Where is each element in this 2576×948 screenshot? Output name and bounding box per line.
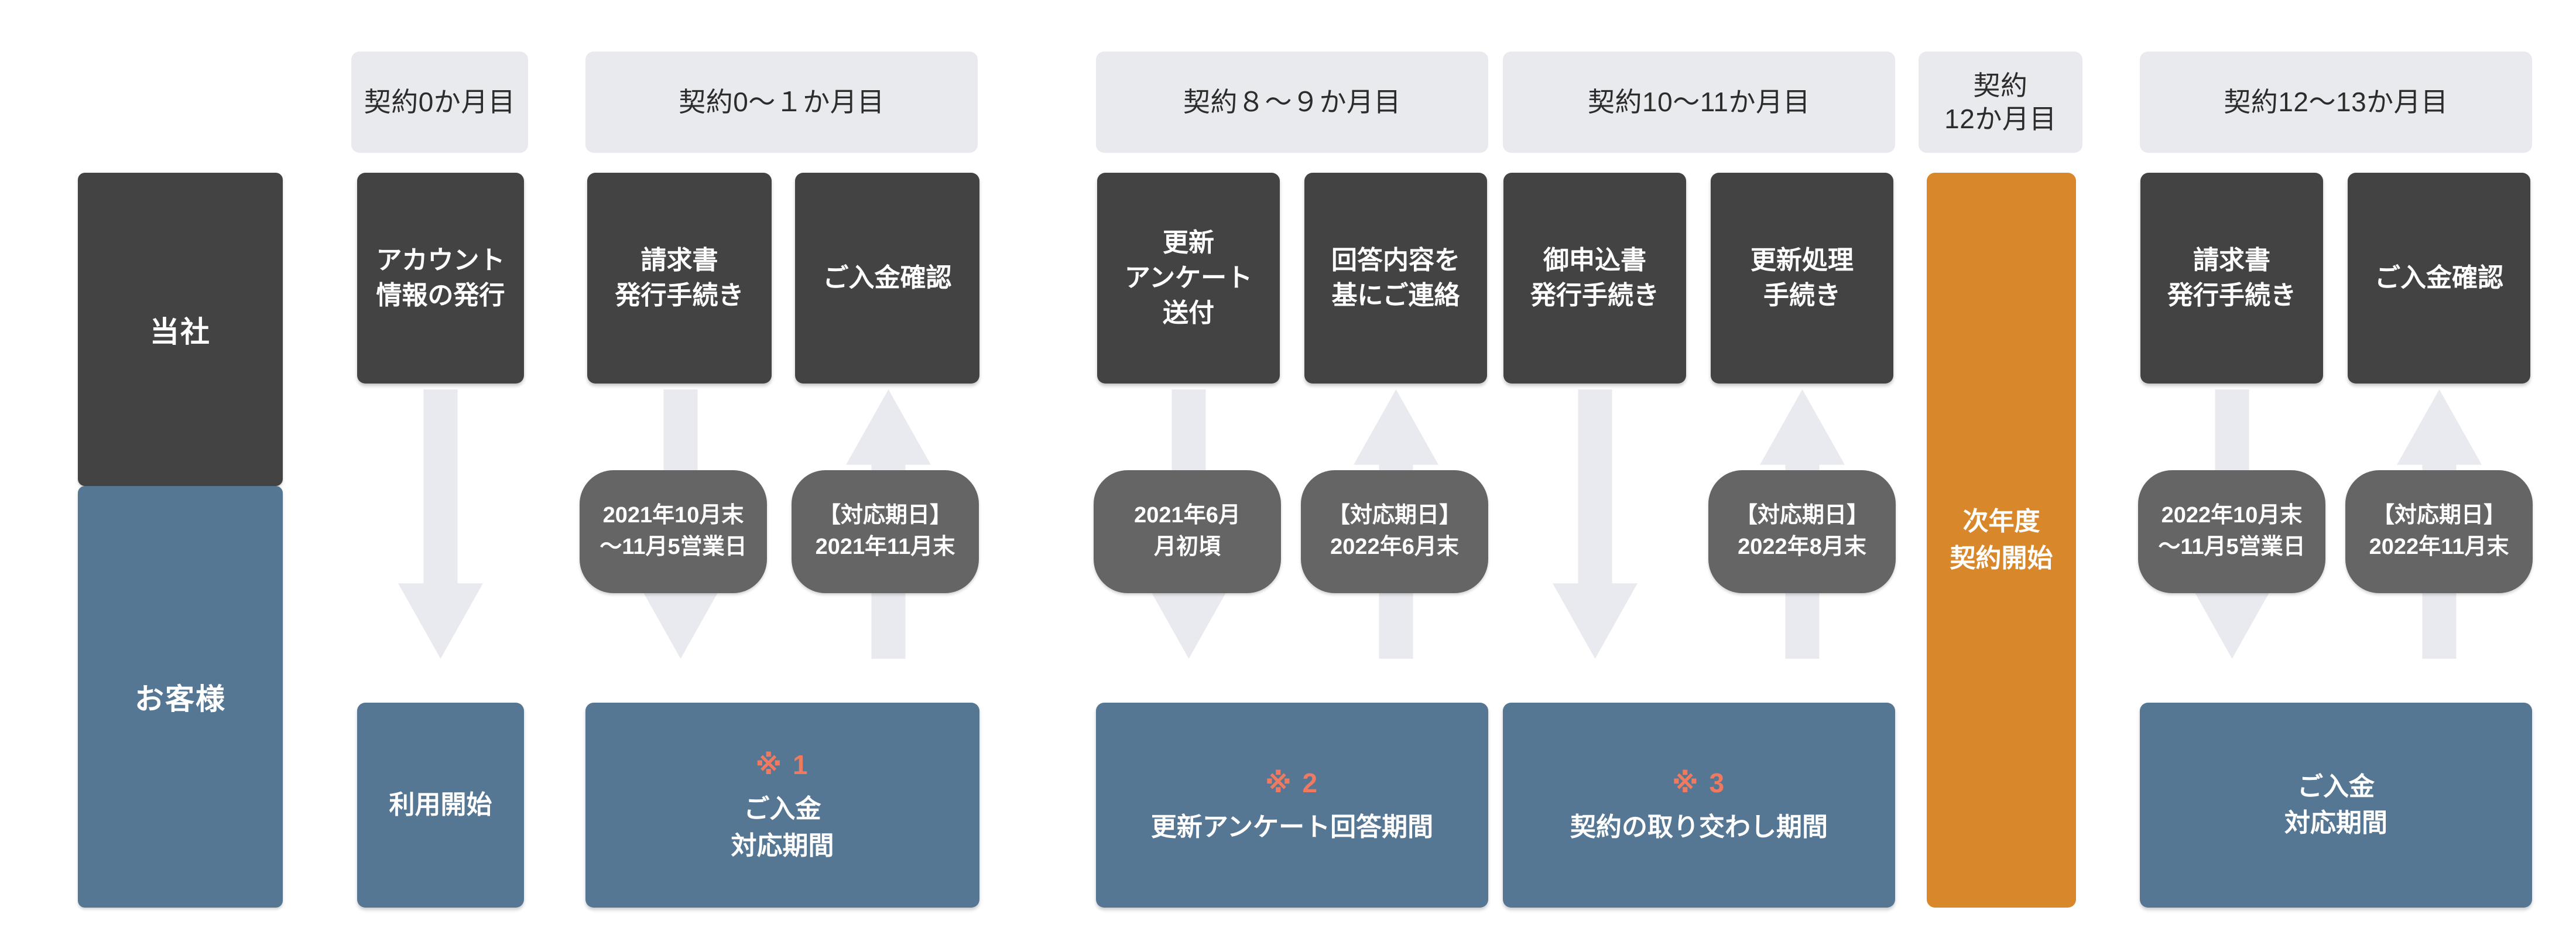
date-pill-payment-due-1: 【対応期日】 2021年11月末 (792, 470, 979, 593)
date-pill-payment-due-2: 【対応期日】 2022年11月末 (2345, 470, 2533, 593)
date-pill-text: 【対応期日】 2022年6月末 (1327, 503, 1461, 559)
date-pill-contract-due: 【対応期日】 2022年8月末 (1708, 470, 1896, 593)
month-header-month-12: 契約 12か月目 (1919, 52, 2082, 153)
period-card-service-start[interactable]: 利用開始 (357, 703, 524, 908)
note-mark-3: ※ 3 (1671, 768, 1727, 799)
role-label-customer-text: お客様 (135, 683, 226, 716)
role-label-customer: お客様 (78, 486, 283, 908)
month-header-text: 契約８〜９か月目 (1183, 87, 1401, 118)
month-header-text: 契約12〜13か月目 (2224, 87, 2448, 118)
period-card-text: 契約の取り交わし期間 (1570, 813, 1828, 842)
month-header-text: 契約 12か月目 (1944, 70, 2057, 134)
task-card-contact-based-on-answers[interactable]: 回答内容を 基にご連絡 (1304, 173, 1487, 384)
date-pill-text: 2022年10月末 〜11月5営業日 (2158, 503, 2306, 559)
task-card-text: ご入金確認 (823, 263, 952, 293)
task-card-invoice-issue-2[interactable]: 請求書 発行手続き (2140, 173, 2323, 384)
date-pill-text: 【対応期日】 2022年8月末 (1735, 503, 1869, 559)
period-card-payment-window-1[interactable]: ※ 1 ご入金 対応期間 (585, 703, 979, 908)
month-header-month-0-1: 契約0〜１か月目 (585, 52, 978, 153)
date-pill-survey-send-date: 2021年6月 月初頃 (1094, 470, 1281, 593)
task-card-text: 御申込書 発行手続き (1530, 246, 1659, 310)
task-card-application-form-issue[interactable]: 御申込書 発行手続き (1503, 173, 1686, 384)
task-card-account-issue[interactable]: アカウント 情報の発行 (357, 173, 524, 384)
month-header-month-0: 契約0か月目 (351, 52, 528, 153)
date-pill-text: 【対応期日】 2021年11月末 (815, 503, 955, 559)
note-mark-1: ※ 1 (755, 749, 810, 780)
period-card-contract-exchange-window[interactable]: ※ 3 契約の取り交わし期間 (1503, 703, 1895, 908)
date-pill-text: 2021年6月 月初頃 (1134, 503, 1241, 559)
arrow-down-month-10-11 (1553, 389, 1638, 659)
period-card-text: ご入金 対応期間 (2284, 772, 2387, 837)
period-card-survey-response-window[interactable]: ※ 2 更新アンケート回答期間 (1096, 703, 1488, 908)
note-mark-2: ※ 2 (1265, 768, 1320, 799)
task-card-text: ご入金確認 (2375, 263, 2503, 293)
month-header-text: 契約0〜１か月目 (679, 87, 885, 118)
month-header-month-12-13: 契約12〜13か月目 (2140, 52, 2532, 153)
month-header-month-8-9: 契約８〜９か月目 (1096, 52, 1488, 153)
task-card-payment-confirm-1[interactable]: ご入金確認 (795, 173, 979, 384)
role-label-company-text: 当社 (150, 315, 211, 348)
renewal-card-text: 次年度 契約開始 (1950, 507, 2053, 573)
task-card-text: アカウント 情報の発行 (376, 246, 505, 310)
period-card-text: 利用開始 (389, 790, 492, 819)
period-card-payment-window-2[interactable]: ご入金 対応期間 (2140, 703, 2532, 908)
task-card-invoice-issue-1[interactable]: 請求書 発行手続き (587, 173, 772, 384)
task-card-text: 更新 アンケート 送付 (1124, 228, 1253, 327)
date-pill-text: 2021年10月末 〜11月5営業日 (600, 503, 747, 559)
task-card-text: 回答内容を 基にご連絡 (1331, 246, 1460, 310)
task-card-text: 請求書 発行手続き (2167, 246, 2296, 310)
period-card-text: 更新アンケート回答期間 (1150, 813, 1434, 842)
renewal-card-next-year-start[interactable]: 次年度 契約開始 (1927, 173, 2076, 908)
task-card-renewal-processing[interactable]: 更新処理 手続き (1711, 173, 1893, 384)
arrow-down-month-0 (398, 389, 483, 659)
task-card-payment-confirm-2[interactable]: ご入金確認 (2348, 173, 2530, 384)
role-label-company: 当社 (78, 173, 283, 486)
date-pill-invoice-window-1: 2021年10月末 〜11月5営業日 (580, 470, 767, 593)
task-card-text: 請求書 発行手続き (615, 246, 744, 310)
month-header-text: 契約0か月目 (364, 87, 516, 118)
task-card-text: 更新処理 手続き (1751, 246, 1854, 310)
task-card-renewal-survey-send[interactable]: 更新 アンケート 送付 (1097, 173, 1280, 384)
period-card-text: ご入金 対応期間 (731, 795, 834, 860)
date-pill-invoice-window-2: 2022年10月末 〜11月5営業日 (2138, 470, 2325, 593)
date-pill-text: 【対応期日】 2022年11月末 (2369, 503, 2509, 559)
month-header-text: 契約10〜11か月目 (1588, 87, 1810, 118)
date-pill-survey-due: 【対応期日】 2022年6月末 (1301, 470, 1488, 593)
month-header-month-10-11: 契約10〜11か月目 (1503, 52, 1895, 153)
